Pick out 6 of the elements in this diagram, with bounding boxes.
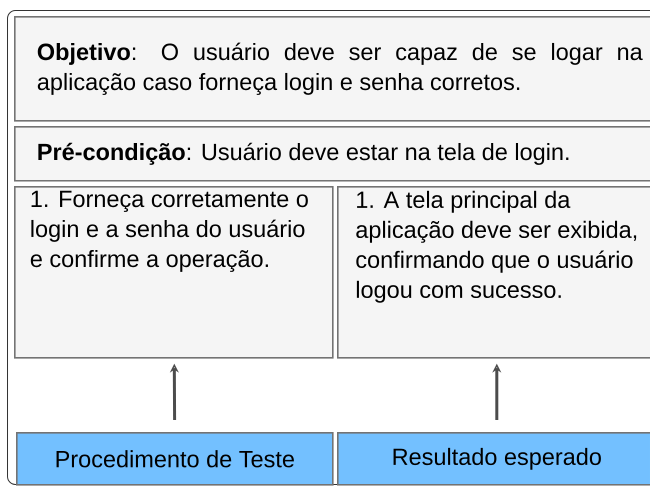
label-button: Procedimento de Teste: [16, 432, 334, 486]
step-box: 1. Forneça corretamente o login e a senha do usuário e confirme a operação.: [14, 186, 334, 359]
label-button: Resultado esperado: [337, 432, 650, 486]
text-box: Objetivo: O usuário deve ser capaz de se logar na aplicação caso forneça login e senha corretos.: [14, 16, 650, 122]
text-box: Pré-condição: Usuário deve estar na tela de login.: [14, 126, 650, 182]
step-box: 1. A tela principal da aplicação deve ser exibida, confirmando que o usuário logou com sucesso.: [337, 186, 650, 359]
